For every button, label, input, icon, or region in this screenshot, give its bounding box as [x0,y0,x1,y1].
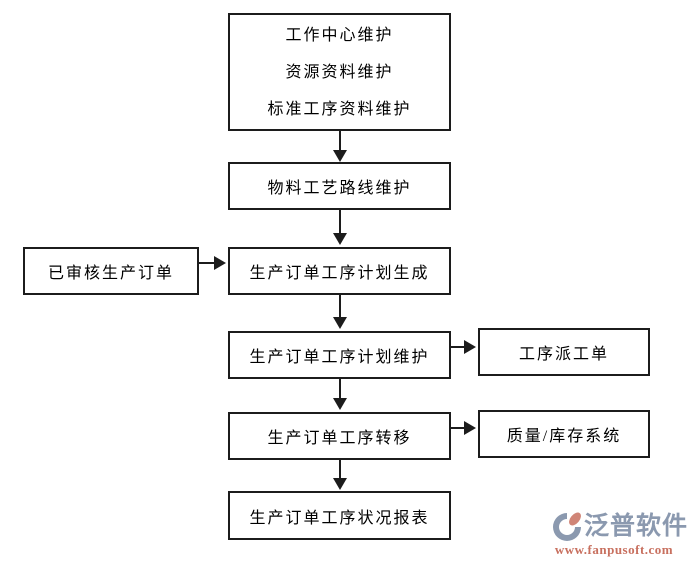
node-label: 标准工序资料维护 [267,100,412,118]
node-operation-status-report: 生产订单工序状况报表 [228,491,451,540]
arrow-master-to-routing [333,131,347,162]
node-operation-transfer: 生产订单工序转移 [228,412,451,460]
fanpu-logo-icon [552,512,581,541]
node-label: 生产订单工序计划维护 [249,349,430,366]
node-label: 生产订单工序计划生成 [249,265,430,282]
node-approved-production-order: 已审核生产订单 [23,247,199,295]
arrow-plangen-to-planmaint [333,295,347,329]
node-master-data-maintenance: 工作中心维护 资源资料维护 标准工序资料维护 [228,13,451,131]
node-label: 工作中心维护 [285,26,394,44]
arrow-transfer-to-report [333,460,347,490]
fanpu-brand-name: 泛普软件 [583,513,688,540]
node-label: 物料工艺路线维护 [267,180,412,197]
node-operation-plan-maintenance: 生产订单工序计划维护 [228,331,451,379]
arrow-planmaint-to-transfer [333,379,347,410]
node-operation-plan-generate: 生产订单工序计划生成 [228,247,451,295]
arrow-planmaint-to-dispatch [451,340,476,354]
fanpu-website-url: www.fanpusoft.com [554,542,674,557]
node-material-routing-maintenance: 物料工艺路线维护 [228,162,451,210]
fanpu-brand-row: 泛普软件 [540,510,688,544]
node-label: 生产订单工序状况报表 [249,509,430,527]
arrow-transfer-to-quality [451,421,476,435]
node-operation-dispatch-order: 工序派工单 [478,328,650,376]
node-label: 质量/库存系统 [506,428,622,445]
fanpu-watermark: 泛普软件 www.fanpusoft.com [540,510,688,558]
node-quality-inventory-system: 质量/库存系统 [478,410,650,458]
node-label: 资源资料维护 [285,63,394,81]
arrow-routing-to-plangen [333,210,347,245]
node-label: 生产订单工序转移 [267,430,412,447]
node-label: 工序派工单 [518,346,609,363]
arrow-approved-to-plangen [199,256,226,270]
node-label: 已审核生产订单 [47,265,174,282]
